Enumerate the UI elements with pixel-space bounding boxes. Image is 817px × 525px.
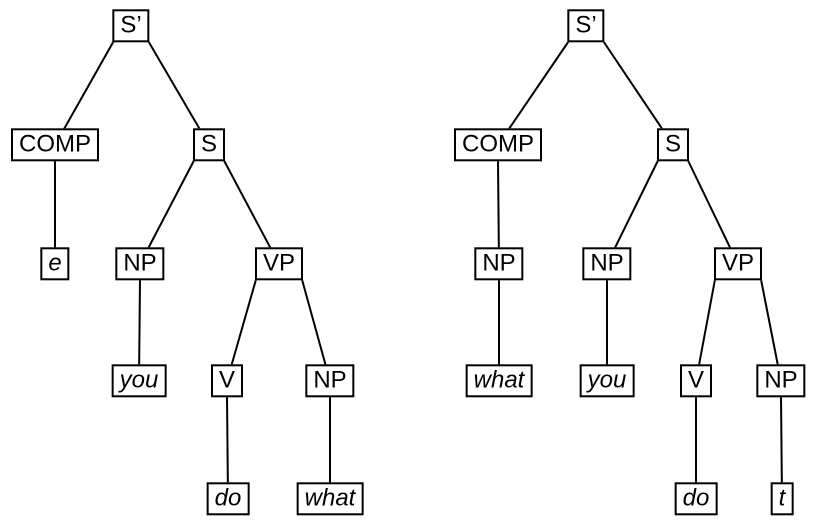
right-tree-node-sbar: S’ (567, 9, 605, 43)
left-tree-node-s: S (192, 128, 226, 162)
left-tree-node-sbar: S’ (112, 9, 150, 43)
right-tree-node-v: V (679, 364, 713, 398)
right-tree-node-np-obj: NP (756, 364, 806, 398)
left-tree-node-v: V (210, 364, 244, 398)
left-tree-edge-v-do (226, 396, 229, 500)
right-tree-edge-s-np-subj (606, 160, 659, 265)
right-tree-edge-np-obj-t (780, 396, 783, 500)
left-tree-node-e: e (40, 247, 70, 281)
right-tree-node-t: t (770, 482, 794, 516)
right-tree-node-comp: COMP (454, 128, 542, 162)
left-tree-node-comp: COMP (11, 128, 99, 162)
left-tree-node-do: do (206, 482, 250, 516)
left-tree-node-np-obj: NP (305, 364, 355, 398)
right-tree-edge-vp-np-obj (760, 279, 782, 382)
right-tree-edge-comp-np-comp (497, 160, 500, 265)
left-tree-edge-s-vp (223, 160, 280, 265)
left-tree-node-vp: VP (254, 247, 304, 281)
right-tree-node-np-subj: NP (582, 247, 632, 281)
left-tree-edge-vp-v (226, 279, 257, 382)
right-tree-edge-s-vp (687, 160, 739, 265)
left-tree-edge-np-subj-you (138, 279, 141, 382)
right-tree-edge-sbar-comp (497, 40, 570, 146)
right-tree-node-what: what (465, 364, 533, 398)
right-tree-node-np-comp: NP (474, 247, 524, 281)
left-tree-node-what: what (296, 482, 364, 516)
left-tree-edge-sbar-s (147, 40, 210, 146)
right-tree-edge-vp-v (695, 279, 716, 382)
right-tree-node-you: you (579, 364, 635, 398)
left-tree-edge-s-np-subj (139, 160, 195, 265)
right-tree-node-do: do (674, 482, 718, 516)
right-tree-node-vp: VP (713, 247, 763, 281)
left-tree-node-np-subj: NP (115, 247, 165, 281)
right-tree-node-s: S (656, 128, 690, 162)
left-tree-node-you: you (111, 364, 167, 398)
right-tree-edge-sbar-s (602, 40, 674, 146)
left-tree-edge-sbar-comp (54, 41, 115, 146)
left-tree-edge-vp-np-obj (301, 279, 331, 382)
